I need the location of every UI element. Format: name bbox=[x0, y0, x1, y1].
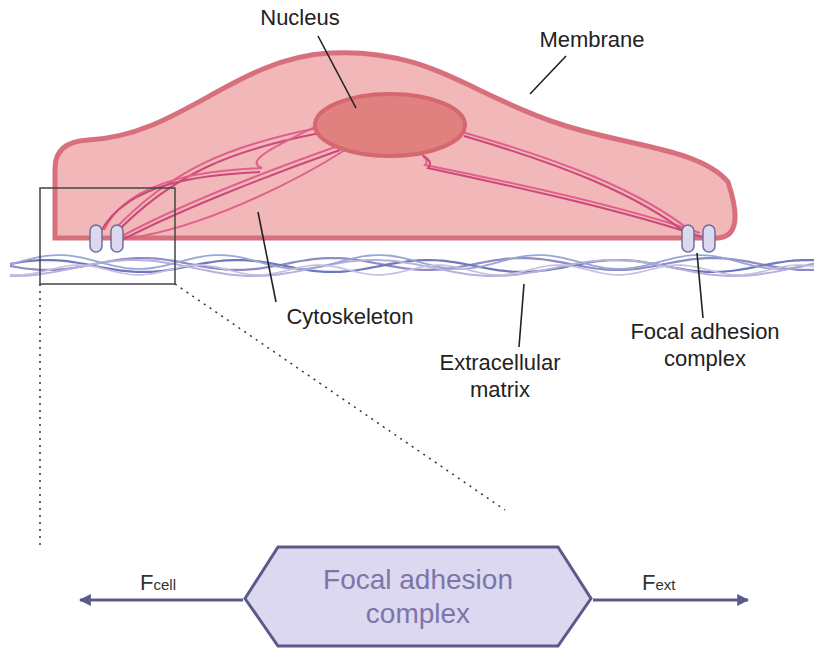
part-label: Focal adhesion complex bbox=[615, 318, 795, 372]
matrix-fiber bbox=[10, 265, 814, 275]
extracellular-matrix bbox=[10, 255, 814, 276]
zoom-line bbox=[40, 284, 505, 548]
leader-line bbox=[258, 36, 703, 347]
part-label: Nucleus bbox=[235, 4, 365, 31]
hexagon-node: Focal adhesion complex bbox=[243, 545, 593, 648]
part-label: Extracellular matrix bbox=[425, 349, 575, 403]
zoom-box bbox=[40, 188, 175, 284]
part-label: Membrane bbox=[517, 26, 667, 53]
force-label: Fext bbox=[642, 572, 722, 596]
focal-adhesion-symbol bbox=[90, 225, 715, 252]
force-label: Fcell bbox=[140, 572, 220, 596]
hexagon-shape bbox=[245, 547, 591, 646]
node-title: Focal adhesion complex bbox=[298, 563, 538, 631]
hexagon-outline bbox=[243, 545, 593, 648]
nucleus bbox=[315, 94, 465, 156]
part-label: Cytoskeleton bbox=[265, 303, 435, 330]
cell-membrane bbox=[55, 53, 735, 238]
